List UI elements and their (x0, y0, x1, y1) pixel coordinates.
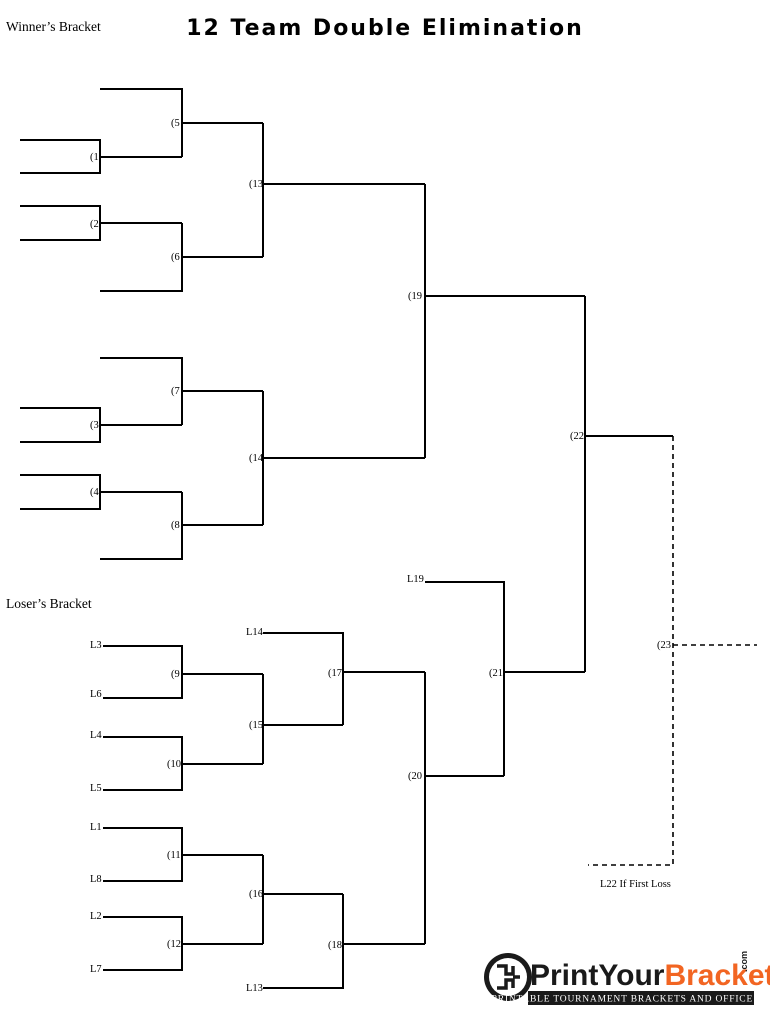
game-23-bracket (588, 436, 757, 866)
page-title: 12 Team Double Elimination (186, 16, 584, 41)
game-17-bracket (263, 632, 425, 725)
game-label-20: (20 (408, 771, 422, 782)
game-label-1: (1 (90, 152, 99, 163)
slot-label-l2: L2 (90, 911, 102, 922)
logo-tagline-bar (528, 991, 754, 1005)
game-3-bracket (20, 407, 182, 443)
logo-wordmark: PrintYourBrackets (530, 959, 770, 992)
game-9-bracket (103, 645, 263, 699)
game-label-11: (11 (167, 850, 181, 861)
losers-bracket (103, 581, 585, 989)
game-12-bracket (103, 916, 263, 971)
final-game (588, 436, 757, 866)
game-8-bracket (100, 492, 263, 560)
slot-label-l5: L5 (90, 783, 102, 794)
logo-wordmark-part1: PrintYour (530, 959, 665, 992)
game-label-21: (21 (489, 668, 503, 679)
slot-label-l14: L14 (246, 627, 264, 638)
winners-bracket (20, 88, 673, 672)
game-label-2: (2 (90, 219, 99, 230)
slot-label-l3: L3 (90, 640, 102, 651)
game-20-bracket (424, 672, 504, 944)
slot-label-l6: L6 (90, 689, 102, 700)
logo-wordmark-part2: Brackets (664, 959, 770, 992)
logo-tagline: PRINTABLE TOURNAMENT BRACKETS AND OFFICE… (492, 995, 770, 1005)
game-label-5: (5 (171, 118, 180, 129)
game-label-22: (22 (570, 431, 584, 442)
game-13-bracket (262, 123, 425, 257)
losers-bracket-label: Loser’s Bracket (6, 596, 92, 611)
game-label-4: (4 (90, 487, 99, 498)
slot-label-l19: L19 (407, 574, 424, 585)
game-label-17: (17 (328, 668, 342, 679)
game-19-bracket (424, 184, 585, 458)
game-label-13: (13 (249, 179, 263, 190)
winners-bracket-label: Winner’s Bracket (6, 19, 101, 34)
game-7-bracket (100, 357, 263, 425)
game-label-3: (3 (90, 420, 99, 431)
game-15-bracket (262, 674, 343, 764)
game-label-8: (8 (171, 520, 180, 531)
game-label-18: (18 (328, 940, 342, 951)
game-21-bracket (425, 581, 585, 776)
game-label-14: (14 (249, 453, 264, 464)
game-label-6: (6 (171, 252, 180, 263)
game-labels: (1 (2 (3 (4 (5 (6 (7 (8 (9 (10 (11 (12 (… (90, 118, 671, 951)
slot-label-l8: L8 (90, 874, 102, 885)
game-label-10: (10 (167, 759, 181, 770)
game-6-bracket (100, 223, 263, 292)
game-2-bracket (20, 205, 182, 241)
game-22-bracket (584, 296, 673, 672)
game-label-16: (16 (249, 889, 263, 900)
game-18-bracket (263, 894, 425, 989)
game-10-bracket (103, 736, 263, 791)
game-label-19: (19 (408, 291, 422, 302)
loser-slot-labels: L3 L6 L4 L5 L1 L8 L2 L7 L14 L13 L19 L22 … (90, 574, 671, 994)
game-label-12: (12 (167, 939, 181, 950)
if-first-loss-label: L22 If First Loss (600, 879, 671, 890)
slot-label-l1: L1 (90, 822, 102, 833)
game-5-bracket (100, 88, 263, 157)
game-label-15: (15 (249, 720, 263, 731)
game-1-bracket (20, 139, 182, 174)
game-label-23: (23 (657, 640, 671, 651)
game-4-bracket (20, 474, 182, 510)
game-label-7: (7 (171, 386, 180, 397)
game-16-bracket (262, 855, 343, 944)
slot-label-l7: L7 (90, 964, 102, 975)
printyourbrackets-logo: PrintYourBrackets .com PRINTABLE TOURNAM… (484, 951, 770, 1005)
slot-label-l13: L13 (246, 983, 263, 994)
bracket-emblem-icon (484, 953, 532, 1001)
logo-tld: .com (739, 951, 749, 972)
game-14-bracket (262, 391, 425, 525)
game-11-bracket (103, 827, 263, 882)
game-label-9: (9 (171, 669, 180, 680)
slot-label-l4: L4 (90, 730, 102, 741)
